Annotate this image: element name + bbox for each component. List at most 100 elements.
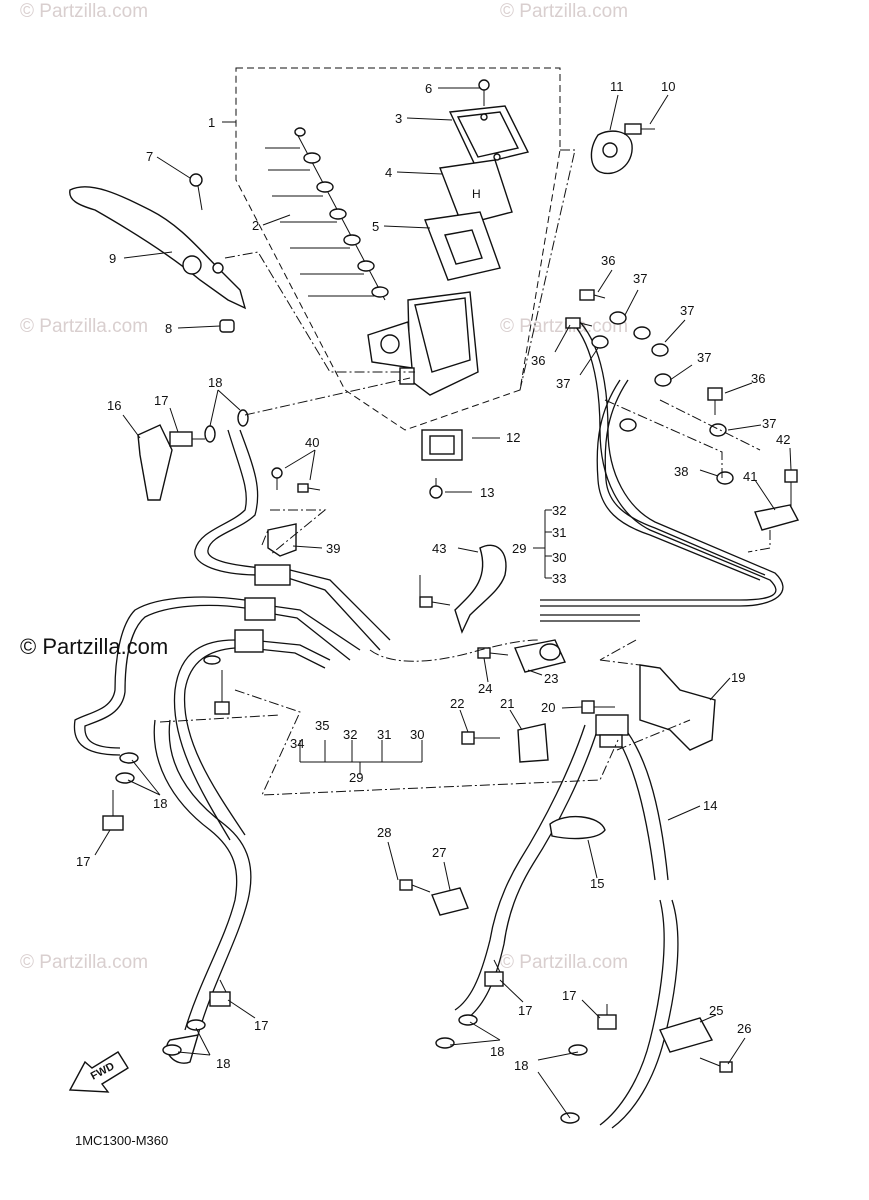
callout-1: 1 [208, 115, 215, 130]
callout-19: 19 [731, 670, 745, 685]
callout-31: 31 [377, 727, 391, 742]
callout-38: 39 [326, 541, 340, 556]
clamp-25 [659, 1017, 714, 1053]
callout-3: 3 [395, 111, 402, 126]
callout-27: 27 [432, 845, 446, 860]
pivot-bolt-7 [189, 173, 203, 211]
gasket-35 [203, 655, 221, 665]
clamp-15 [549, 815, 606, 840]
callout-4: 4 [385, 165, 392, 180]
callout-37: 38 [674, 464, 688, 479]
callout-37: 37 [680, 303, 694, 318]
callout-37: 37 [556, 376, 570, 391]
group-29-bracket-right [533, 509, 552, 579]
brake-hose-lower-left [153, 719, 252, 1036]
callout-12: 12 [506, 430, 520, 445]
screw-6 [478, 79, 490, 106]
callout-26: 26 [737, 1021, 751, 1036]
group-29-bracket-bottom [299, 740, 423, 775]
callout-24: 24 [478, 681, 492, 696]
callout-36: 36 [601, 253, 615, 268]
gaskets-18-center [435, 1014, 478, 1049]
union-bolt-17-left [102, 790, 124, 831]
bolt-20 [581, 700, 615, 714]
callout-11: 11 [610, 79, 624, 94]
callout-6: 6 [425, 81, 432, 96]
watermark: © Partzilla.com [20, 1, 148, 22]
joint-block-right [595, 714, 629, 748]
callout-13: 13 [480, 485, 494, 500]
callout-29: 29 [349, 770, 363, 785]
callout-17: 17 [518, 1003, 532, 1018]
callout-39: 40 [305, 435, 319, 450]
screw-13 [429, 478, 443, 499]
bolt-43 [419, 596, 451, 608]
diagram-code: 1MC1300-M360 [75, 1133, 168, 1148]
bolt-34 [214, 670, 230, 715]
callout-10: 10 [661, 79, 675, 94]
boot-16 [137, 424, 173, 501]
bolt-28 [399, 879, 431, 893]
watermark: © Partzilla.com [500, 952, 628, 973]
callout-42: 43 [432, 541, 446, 556]
callout-37: 37 [762, 416, 776, 431]
callout-31: 31 [552, 525, 566, 540]
master-cylinder-body [367, 291, 479, 396]
bracket-19 [639, 664, 716, 751]
bolt-36-a [579, 289, 606, 301]
callout-17: 17 [76, 854, 90, 869]
piston-kit-2 [265, 127, 389, 301]
callout-16: 16 [107, 398, 121, 413]
gaskets-18-bottom-left [162, 1019, 206, 1056]
callout-34: 34 [290, 736, 304, 751]
screw-39 [271, 467, 321, 493]
bolt-41 [784, 469, 798, 510]
callout-5: 5 [372, 219, 379, 234]
callout-32: 32 [552, 503, 566, 518]
clamp-21 [517, 723, 549, 763]
callout-18: 18 [216, 1056, 230, 1071]
bolt-36-b [565, 317, 593, 329]
diaphragm-5 [424, 211, 501, 281]
reservoir-cap-3 [448, 105, 530, 166]
callout-17: 17 [154, 393, 168, 408]
bolt-26 [699, 1057, 733, 1073]
gaskets-18-left [115, 752, 139, 784]
callout-36: 36 [751, 371, 765, 386]
clamp-27 [431, 887, 469, 916]
callout-36: 36 [531, 353, 545, 368]
brake-hose-14 [599, 719, 679, 1129]
callout-18: 18 [153, 796, 167, 811]
watermark: © Partzilla.com [500, 1, 628, 22]
callout-15: 15 [590, 876, 604, 891]
callout-41: 42 [776, 432, 790, 447]
watermark: © Partzilla.com [20, 952, 148, 973]
fwd-arrow-icon: FWD [68, 1051, 129, 1093]
watermark-prominent: © Partzilla.com [20, 634, 168, 659]
callout-33: 33 [552, 571, 566, 586]
callout-8: 8 [165, 321, 172, 336]
callout-14: 14 [703, 798, 717, 813]
callout-29: 29 [512, 541, 526, 556]
bolt-36-c [707, 387, 723, 415]
brake-hose-right-inner [454, 724, 599, 1019]
callout-37: 37 [697, 350, 711, 365]
callout-9: 9 [109, 251, 116, 266]
banjo-left-lower [166, 1034, 199, 1064]
brake-lever-9 [69, 186, 247, 310]
callout-37: 37 [633, 271, 647, 286]
connection-lines [159, 149, 771, 796]
callout-22: 22 [450, 696, 464, 711]
master-cylinder-group-boundary [235, 67, 561, 431]
washers-37 [591, 311, 734, 485]
callout-18: 18 [490, 1044, 504, 1059]
brake-pipes-29-left [73, 564, 391, 841]
bracket-40 [754, 504, 800, 531]
watermark: © Partzilla.com [20, 316, 148, 337]
union-bolt-17-center [484, 959, 504, 987]
clamp-23-ring [539, 643, 561, 661]
leader-lines [94, 87, 792, 1119]
union-bolt-17-top [169, 431, 205, 447]
callout-17: 17 [254, 1018, 268, 1033]
